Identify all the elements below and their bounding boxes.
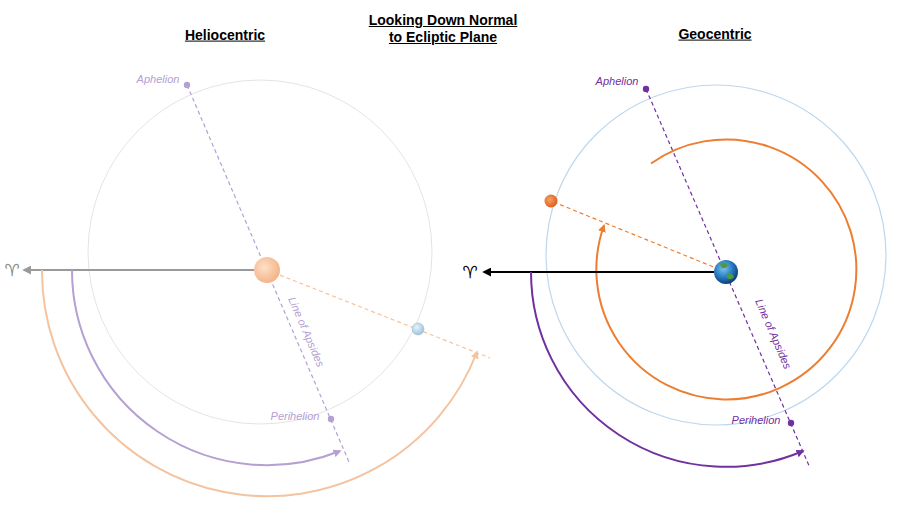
aphelion-label: Aphelion [137,73,180,86]
sun [254,257,280,283]
diagram-title: Looking Down Normal to Ecliptic Plane [365,12,521,46]
earth-sun-line [556,203,726,272]
earth-land [720,263,734,280]
perihelion-dot [328,416,334,422]
perihelion-longitude-arc [531,272,803,467]
earth-orbit [88,80,432,424]
vernal-equinox-arrow [24,269,255,271]
apsides-label: Line of Apsides [284,293,327,371]
apsides-label: Line of Apsides [751,295,794,373]
apsides-line [187,85,349,462]
aphelion-dot [184,82,190,88]
earth [412,323,424,335]
sun [545,195,558,208]
sun-apparent-orbit [596,139,856,399]
earth-longitude-arc [42,270,477,496]
aries-symbol: ♈ [462,262,477,282]
panel-heading: Geocentric [678,26,751,43]
panel-heading: Heliocentric [185,27,265,44]
vernal-equinox-arrow [484,271,714,273]
perihelion-label: Perihelion [271,410,320,423]
apsides-line [646,89,810,468]
earth [714,260,738,284]
perihelion-label: Perihelion [732,414,781,427]
earth-orbit [546,85,886,425]
aphelion-dot [643,86,649,92]
perihelion-dot [788,420,794,426]
aphelion-label: Aphelion [596,75,639,88]
aries-symbol: ♈ [4,260,19,280]
